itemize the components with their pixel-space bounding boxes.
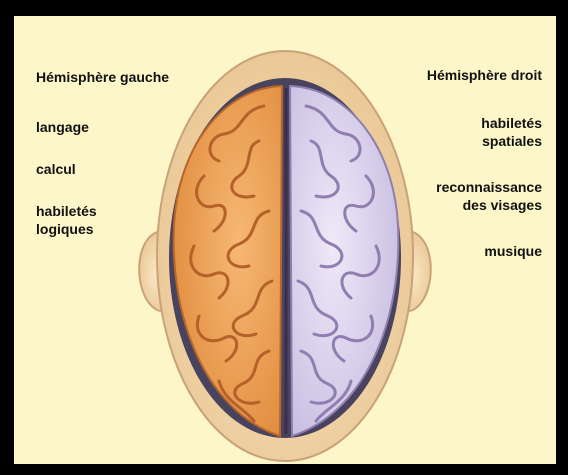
label-reconnaissance: reconnaissance — [436, 178, 542, 196]
label-calcul: calcul — [36, 160, 76, 178]
right-hemisphere-title: Hémisphère droit — [427, 66, 542, 84]
label-langage: langage — [36, 118, 89, 136]
label-logiques: logiques — [36, 220, 94, 238]
label-habiletes-right: habiletés — [481, 114, 542, 132]
label-des-visages: des visages — [463, 196, 542, 214]
label-musique: musique — [484, 242, 542, 260]
label-spatiales: spatiales — [482, 132, 542, 150]
left-hemisphere-title: Hémisphère gauche — [36, 68, 169, 86]
label-habiletes-left: habiletés — [36, 202, 97, 220]
illustration-panel: Hémisphère gauche langage calcul habilet… — [14, 16, 556, 464]
